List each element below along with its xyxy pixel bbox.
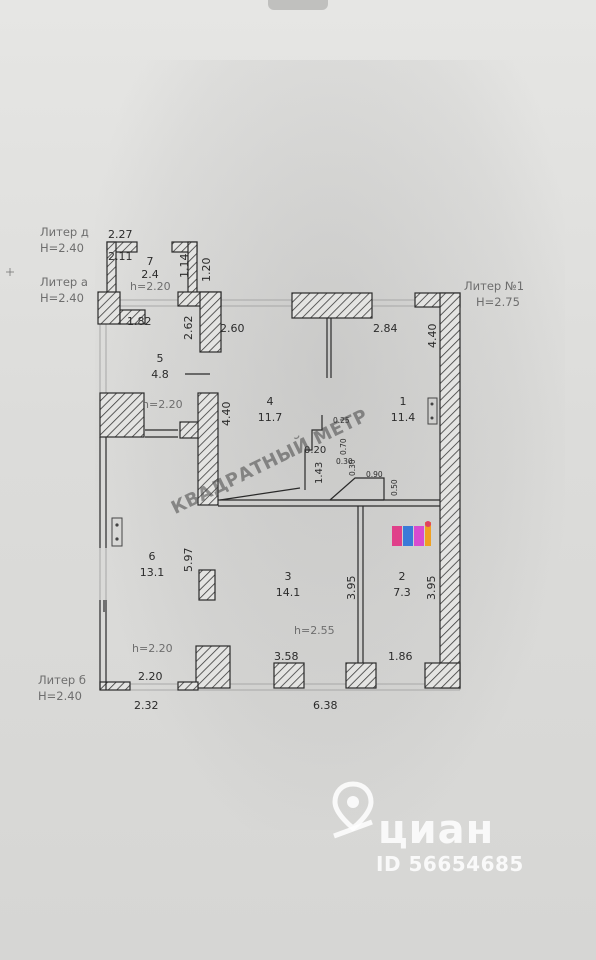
liter-1-name: Литер №1 xyxy=(464,279,524,293)
room5-height: h=2.20 xyxy=(142,398,183,411)
liter-a-name: Литер а xyxy=(40,275,88,289)
liter-labels: Литер д H=2.40 Литер а H=2.40 Литер №1 H… xyxy=(38,225,524,703)
photo-shadow xyxy=(95,60,565,830)
dim-room5-depth: 2.62 xyxy=(182,316,195,341)
room-4-number: 4 xyxy=(267,395,274,408)
cian-brand-text: циан xyxy=(378,807,495,853)
dim-bottom-total: 6.38 xyxy=(313,699,338,712)
room-2-area: 7.3 xyxy=(393,586,411,599)
dim-stair-f: 0.90 xyxy=(366,470,383,479)
dim-stair-e: 0.30 xyxy=(348,459,357,476)
room-1-area: 11.4 xyxy=(391,411,416,424)
walls xyxy=(97,241,461,691)
edge-marks xyxy=(6,268,14,276)
cian-pin-icon xyxy=(332,781,374,839)
dim-room5-width: 1.82 xyxy=(127,315,152,328)
dim-right-top: 4.40 xyxy=(426,324,439,349)
room-6-number: 6 xyxy=(149,550,156,563)
room-3-number: 3 xyxy=(285,570,292,583)
dim-room2-depth: 3.95 xyxy=(425,576,438,601)
main-height: h=2.55 xyxy=(294,624,335,637)
dim-room2-width: 1.86 xyxy=(388,650,413,663)
room-6-area: 13.1 xyxy=(140,566,165,579)
liter-b-name: Литер б xyxy=(38,673,86,687)
room-2-number: 2 xyxy=(399,570,406,583)
dim-stair-b: 0.20 xyxy=(304,445,326,456)
dim-room7-side-a: 1.14 xyxy=(178,254,191,279)
liter-d-height: H=2.40 xyxy=(40,241,84,255)
dim-room7-side-b: 1.20 xyxy=(200,258,213,283)
dim-room6-width: 2.20 xyxy=(138,670,163,683)
dim-room7-width: 2.11 xyxy=(108,250,133,263)
dim-stair-c: 0.70 xyxy=(339,438,348,455)
dim-stair-h: 1.43 xyxy=(314,462,325,484)
dim-room6-depth: 5.97 xyxy=(182,548,195,573)
dim-room4-width: 2.60 xyxy=(220,322,245,335)
dim-stair-d: 0.30 xyxy=(336,457,353,466)
radiator-room6 xyxy=(111,517,123,547)
liter-b-height: H=2.40 xyxy=(38,689,82,703)
dim-room3-width: 3.58 xyxy=(274,650,299,663)
listing-id: ID 56654685 xyxy=(376,852,524,876)
room-3-area: 14.1 xyxy=(276,586,301,599)
room-7-number: 7 xyxy=(147,255,154,268)
dim-top-left-width: 2.27 xyxy=(108,228,133,241)
room7-height: h=2.20 xyxy=(130,280,171,293)
stair-dimensions: 0.25 0.20 0.70 0.30 0.30 0.90 0.50 1.43 xyxy=(304,416,399,496)
liter-d-name: Литер д xyxy=(40,225,89,239)
radiator-room1 xyxy=(427,397,438,425)
room-5-area: 4.8 xyxy=(151,368,169,381)
room-5-number: 5 xyxy=(157,352,164,365)
ceiling-heights: h=2.20 h=2.20 h=2.20 h=2.55 xyxy=(130,280,335,655)
liter-1-height: H=2.75 xyxy=(476,295,520,309)
liter-a-height: H=2.40 xyxy=(40,291,84,305)
dim-stair-a: 0.25 xyxy=(333,416,350,425)
room-1-number: 1 xyxy=(400,395,407,408)
room6-height: h=2.20 xyxy=(132,642,173,655)
agency-logo-icon xyxy=(392,521,431,546)
dim-room1-width: 2.84 xyxy=(373,322,398,335)
room-7-area: 2.4 xyxy=(141,268,159,281)
dim-room3-depth: 3.95 xyxy=(345,576,358,601)
dim-stair-g: 0.50 xyxy=(390,479,399,496)
dimension-labels: 2.27 2.11 1.14 1.20 1.82 2.62 2.60 2.84 … xyxy=(108,228,439,712)
outer-wall-lines xyxy=(99,318,440,690)
top-edge-mark xyxy=(268,0,328,10)
dim-bottom-left: 2.32 xyxy=(134,699,159,712)
room-labels: 1 11.4 2 7.3 3 14.1 4 11.7 5 4.8 6 13.1 … xyxy=(140,255,416,599)
dim-room4-depth: 4.40 xyxy=(220,402,233,427)
room-4-area: 11.7 xyxy=(258,411,283,424)
